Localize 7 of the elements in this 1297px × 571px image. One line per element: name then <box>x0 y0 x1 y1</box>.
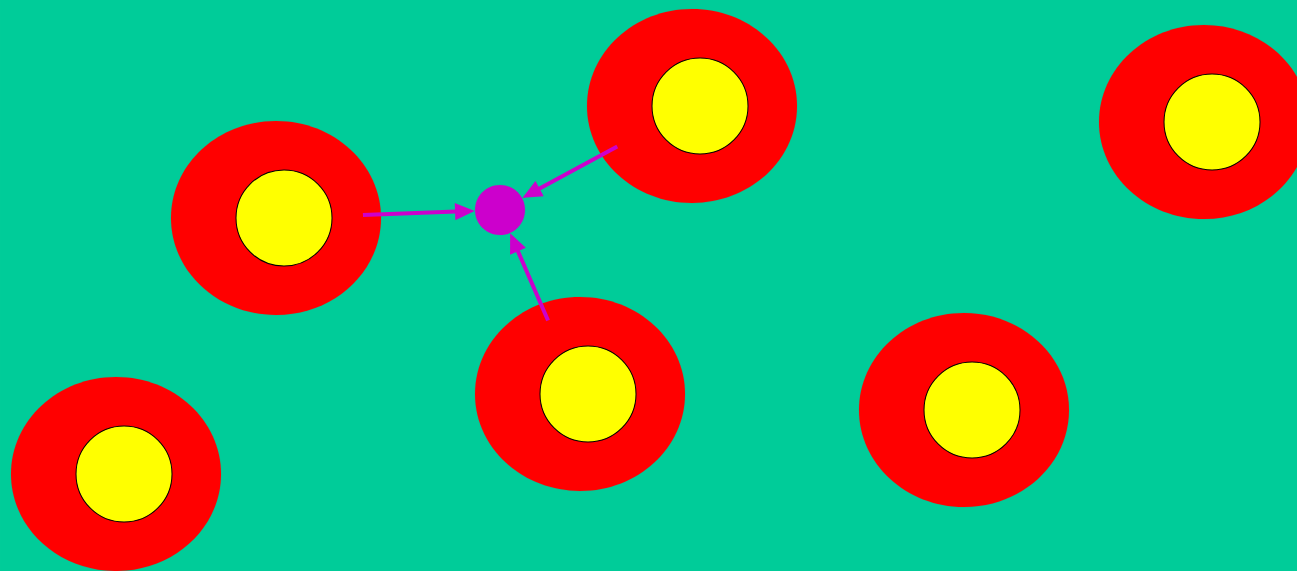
inner-circle <box>539 345 637 443</box>
target-dot <box>474 184 526 236</box>
inner-circle <box>235 169 333 267</box>
inner-circle <box>1163 73 1261 171</box>
inner-circle <box>923 361 1021 459</box>
inner-circle <box>651 57 749 155</box>
inner-circle <box>75 425 173 523</box>
